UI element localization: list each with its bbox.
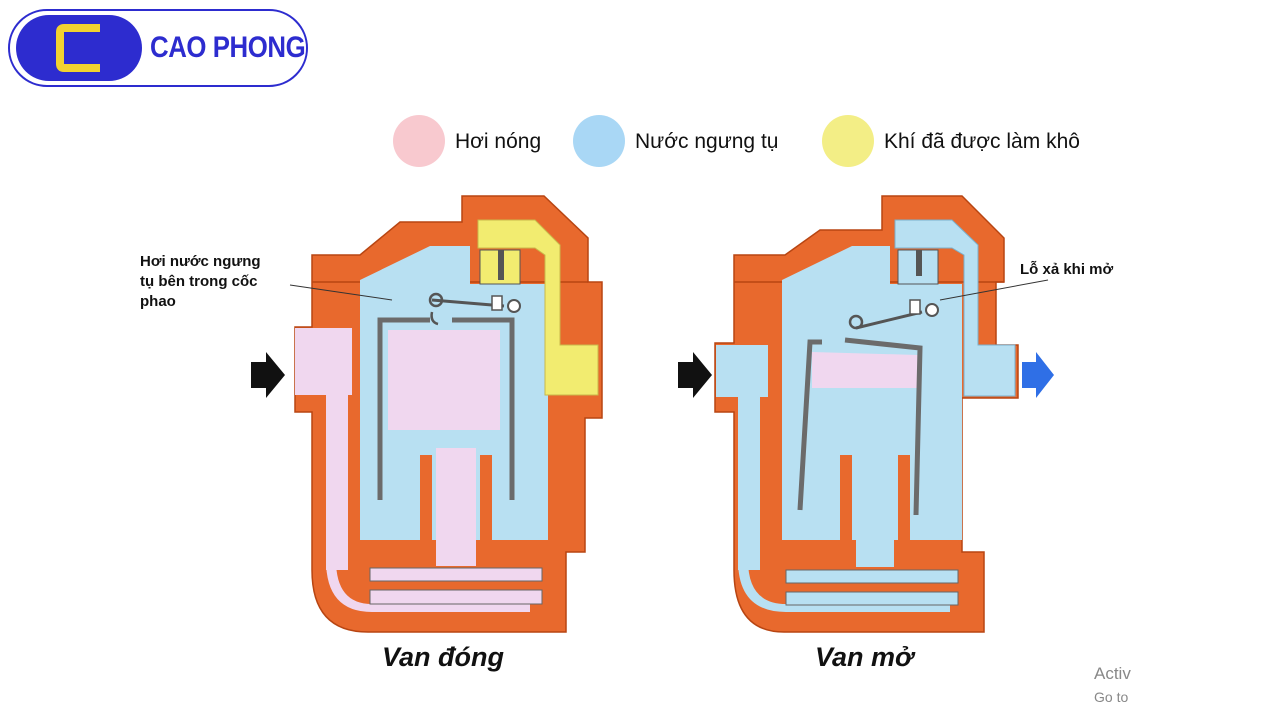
brand-name: CAO PHONG bbox=[150, 31, 306, 64]
closed-bucket-wall bbox=[377, 317, 515, 500]
closed-dry-air-passage bbox=[477, 219, 599, 396]
open-inlet-tube bbox=[856, 455, 894, 567]
open-callout: Lỗ xả khi mở bbox=[1020, 261, 1114, 278]
c-letter-icon bbox=[56, 24, 100, 72]
legend-swatch-condensate bbox=[573, 115, 625, 167]
closed-trap-diagram bbox=[251, 195, 603, 633]
closed-callout: Hơi nước ngưng tụ bên trong cốc phao bbox=[140, 252, 261, 312]
open-caption: Van mở bbox=[815, 642, 914, 672]
closed-callout-line-1: Hơi nước ngưng bbox=[140, 253, 261, 270]
closed-caption: Van đóng bbox=[382, 642, 504, 672]
watermark-line-2: Go to bbox=[1094, 689, 1129, 705]
closed-bucket-steam bbox=[388, 330, 500, 430]
open-strainer bbox=[785, 569, 959, 584]
open-outlet-arrow bbox=[1022, 352, 1054, 398]
open-bucket-steam bbox=[812, 352, 918, 388]
legend-label-condensate: Nước ngưng tụ bbox=[635, 130, 779, 153]
open-bucket-wall bbox=[797, 337, 923, 516]
closed-callout-line-3: phao bbox=[140, 293, 176, 310]
brand-mark bbox=[16, 15, 142, 81]
legend-label-steam: Hơi nóng bbox=[455, 130, 542, 153]
closed-inlet-arrow bbox=[251, 352, 285, 398]
open-outlet-passage bbox=[894, 219, 1016, 397]
closed-inlet-tube bbox=[436, 448, 476, 566]
closed-strainer bbox=[369, 567, 543, 582]
brand-logo: CAO PHONG bbox=[8, 9, 308, 87]
open-inlet-arrow bbox=[678, 352, 712, 398]
legend-swatch-steam bbox=[393, 115, 445, 167]
legend-swatch-dry-air bbox=[822, 115, 874, 167]
open-trap-diagram bbox=[678, 195, 1054, 633]
closed-callout-line-2: tụ bên trong cốc bbox=[140, 273, 258, 290]
legend-label-dry-air: Khí đã được làm khô bbox=[884, 130, 1080, 153]
watermark-line-1: Activ bbox=[1094, 664, 1131, 683]
